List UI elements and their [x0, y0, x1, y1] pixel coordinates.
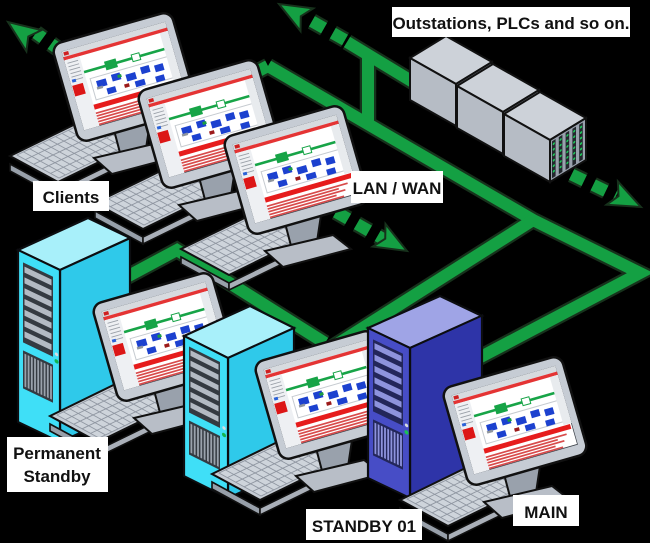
arrow-north-icon: [276, 2, 317, 34]
link-ext-lanwan: [333, 206, 388, 246]
label-permanent-standby: Permanent Standby: [7, 437, 108, 492]
power-button: [54, 352, 59, 357]
power-led-icon: [222, 432, 226, 438]
svg-text:LAN / WAN: LAN / WAN: [353, 179, 442, 198]
label-outstations: Outstations, PLCs and so on.: [392, 7, 630, 37]
svg-text:STANDBY 01: STANDBY 01: [312, 517, 416, 536]
outstation-rack-3: [503, 91, 587, 183]
svg-text:MAIN: MAIN: [524, 503, 567, 522]
svg-text:Permanent: Permanent: [13, 444, 101, 463]
link-ext-north: [303, 12, 348, 46]
power-button: [222, 426, 226, 430]
svg-text:Clients: Clients: [43, 188, 100, 207]
labels: Clients Outstations, PLCs and so on. LAN…: [7, 7, 630, 540]
svg-text:Standby: Standby: [23, 467, 91, 486]
svg-text:Outstations, PLCs and so on.: Outstations, PLCs and so on.: [392, 14, 629, 33]
link-lan-trunk: [264, 60, 650, 366]
arrow-northwest-icon: [5, 20, 45, 55]
power-led-icon: [404, 430, 409, 435]
label-standby01: STANDBY 01: [306, 509, 422, 540]
arrow-lanwan-icon: [369, 221, 410, 253]
power-led-icon: [54, 359, 59, 364]
label-lan-wan: LAN / WAN: [351, 171, 443, 203]
label-main: MAIN: [513, 495, 579, 526]
label-clients: Clients: [33, 181, 109, 211]
power-button: [404, 423, 409, 428]
arrow-east-icon: [603, 178, 644, 209]
